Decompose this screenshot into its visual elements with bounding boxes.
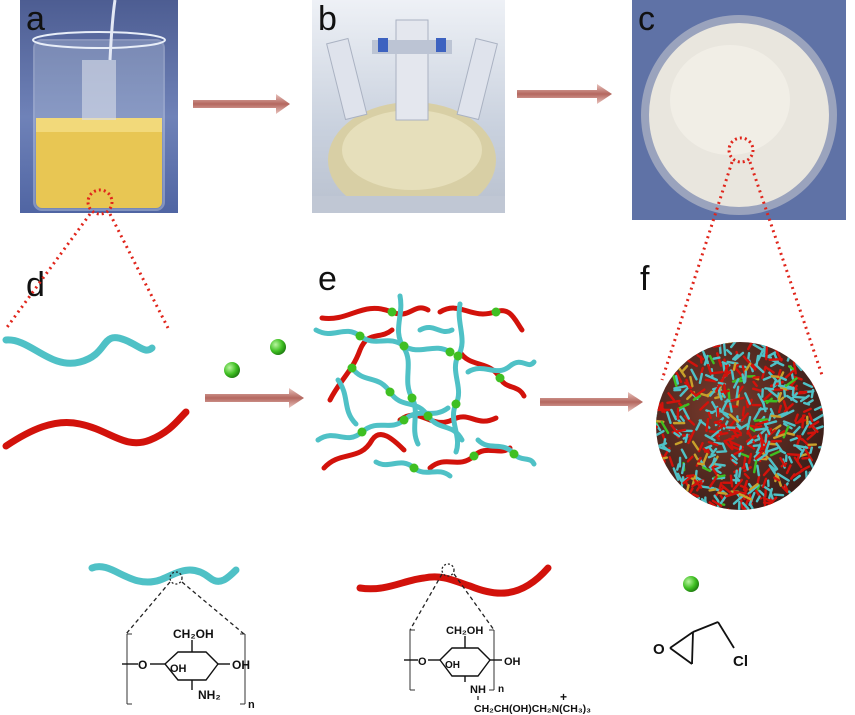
crosslinker-ball <box>270 339 286 355</box>
quaternized-nh: NH <box>470 684 486 696</box>
chitosan-ch2oh: CH₂OH <box>173 627 214 641</box>
chitosan-subscript-n: n <box>248 699 255 711</box>
zoom-circle-a <box>3 188 170 331</box>
quaternized-chitosan-chain <box>2 408 190 450</box>
panel-label-e: e <box>318 260 337 298</box>
chitosan-nh2: NH₂ <box>198 688 221 702</box>
arrow-b-to-c <box>517 84 612 104</box>
chitosan-oh-right: OH <box>232 658 250 672</box>
chitosan-repeat-unit: O CH₂OH OH OH NH₂ n <box>122 627 255 711</box>
photo-b-flask: b <box>312 0 505 213</box>
panel-label-c: c <box>638 0 655 38</box>
panel-label-b: b <box>318 0 337 38</box>
quaternized-repeat-unit: O CH₂OH OH OH NH n CH₂CH(OH)CH₂N(CH₃)₃ + <box>404 625 591 715</box>
quaternized-side-chain: CH₂CH(OH)CH₂N(CH₃)₃ <box>474 703 591 715</box>
photo-c-powder: c <box>632 0 846 220</box>
quaternized-plus-charge: + <box>560 690 567 704</box>
epichlorohydrin-o: O <box>653 641 665 658</box>
panel-label-f: f <box>640 260 650 298</box>
microsphere <box>656 342 824 510</box>
chitosan-o-left: O <box>138 658 147 672</box>
chitosan-oh-ring: OH <box>170 663 187 675</box>
zoom-circle-c <box>660 136 825 381</box>
quaternized-subscript-n: n <box>498 684 504 695</box>
quaternized-o-left: O <box>418 656 427 668</box>
powder-dish-illustration <box>641 15 837 215</box>
arrow-e-to-f <box>540 392 643 412</box>
beaker-illustration <box>32 0 166 211</box>
panel-label-a: a <box>26 0 45 38</box>
panel-label-d: d <box>26 266 45 304</box>
quaternized-structure-callout <box>356 563 552 631</box>
quaternized-ch2oh: CH₂OH <box>446 625 483 637</box>
quaternized-oh-right: OH <box>504 656 521 668</box>
crosslinker-ball <box>224 362 240 378</box>
chitosan-structure-callout <box>88 563 245 635</box>
arrow-a-to-b <box>193 94 290 114</box>
epichlorohydrin-ball <box>683 576 699 592</box>
arrow-d-to-e <box>205 388 304 408</box>
epichlorohydrin-structure: O Cl <box>653 621 748 670</box>
epichlorohydrin-cl: Cl <box>733 653 748 670</box>
chitosan-chain <box>2 334 156 367</box>
photo-a-beaker: a <box>20 0 178 213</box>
crosslinked-network <box>313 293 537 479</box>
quaternized-oh-ring: OH <box>445 660 460 671</box>
flask-illustration <box>312 19 505 213</box>
